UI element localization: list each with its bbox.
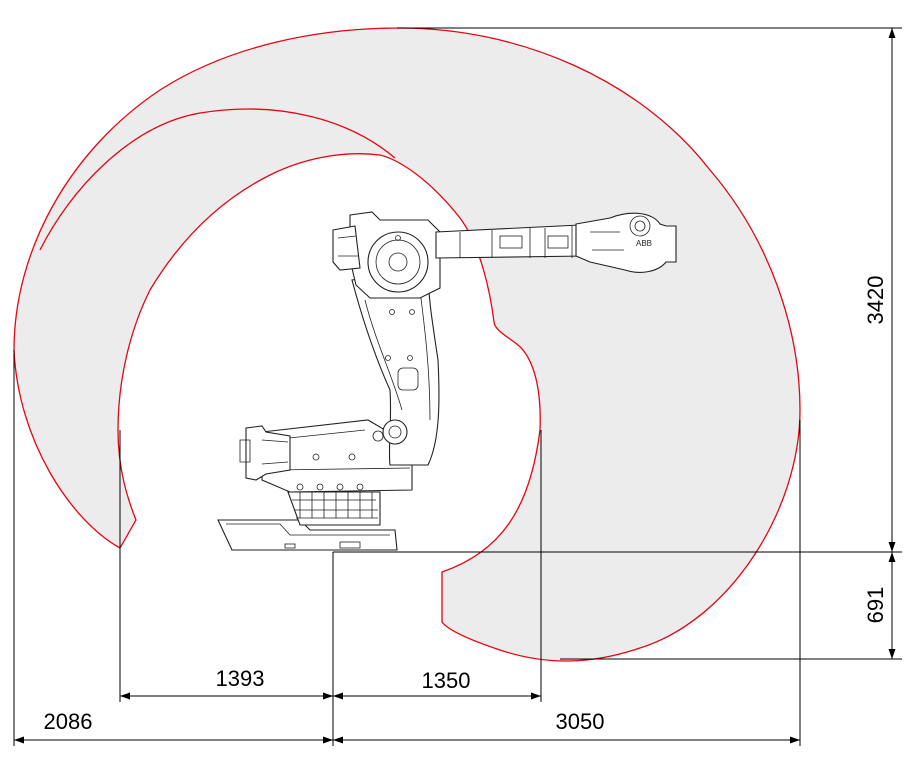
dim-height-top-label: 3420: [863, 276, 888, 325]
dim-reach-inner-right-label: 1350: [422, 668, 471, 693]
dim-reach-inner-left-label: 1393: [216, 666, 265, 691]
dim-reach-outer-left-label: 2086: [44, 709, 93, 734]
robot-drawing: ABB: [217, 211, 677, 551]
working-envelope: [13, 27, 801, 662]
envelope-inner-arc: [39, 108, 396, 251]
dim-height-bottom-label: 691: [863, 587, 888, 624]
dim-reach-outer-right-label: 3050: [556, 709, 605, 734]
dimension-lines: [13, 27, 902, 746]
abb-logo: ABB: [636, 239, 652, 248]
